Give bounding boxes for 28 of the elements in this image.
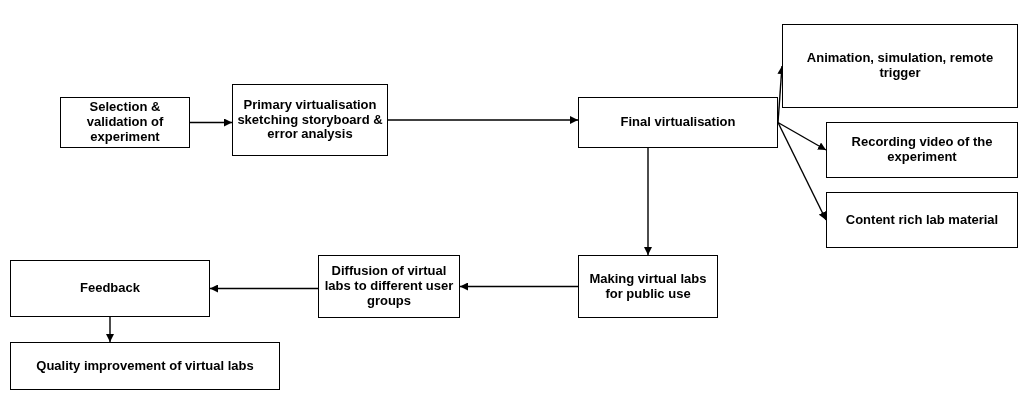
box-label: Quality improvement of virtual labs xyxy=(36,358,254,374)
process-box xyxy=(318,255,460,318)
box-label: Content rich lab material xyxy=(845,212,999,228)
box-label: Animation, simulation, remote trigger xyxy=(805,51,995,81)
box-label: Primary virtualisation sketching storyboard & error analysis xyxy=(237,97,383,143)
process-box xyxy=(826,192,1018,248)
box-label: Making virtual labs for public use xyxy=(588,271,708,302)
arrow xyxy=(106,316,114,343)
arrow xyxy=(189,118,233,127)
process-box xyxy=(10,342,280,390)
box-label: Recording video of the experiment xyxy=(850,135,994,165)
arrow xyxy=(644,147,652,256)
process-box xyxy=(232,84,388,156)
process-box xyxy=(60,97,190,148)
arrow xyxy=(209,284,319,293)
box-label: Feedback xyxy=(80,281,140,296)
box-label: Selection & validation of experiment xyxy=(85,100,165,145)
box-label: Diffusion of virtual labs to different user groups xyxy=(323,264,455,309)
process-box xyxy=(578,255,718,318)
arrow xyxy=(777,121,827,221)
arrow xyxy=(387,116,579,124)
box-label: Final virtualisation xyxy=(620,115,736,130)
arrow xyxy=(459,282,579,291)
arrow xyxy=(777,121,827,151)
process-box xyxy=(10,260,210,317)
process-box xyxy=(782,24,1018,108)
process-box xyxy=(826,122,1018,178)
process-box xyxy=(578,97,778,148)
